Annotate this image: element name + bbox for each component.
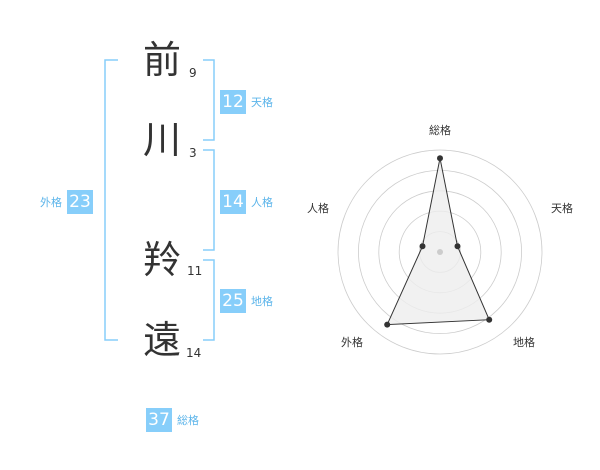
stroke-count-4: 14 [186, 346, 202, 360]
gaikaku-badge: 外格 23 [40, 190, 93, 214]
jinkaku-label: 人格 [251, 196, 273, 209]
radar-points [384, 155, 493, 328]
chikaku-bracket [203, 259, 215, 341]
soukaku-badge: 37 総格 [146, 408, 199, 432]
jinkaku-bracket [203, 149, 215, 251]
jinkaku-badge: 14 人格 [220, 190, 273, 214]
name-char-1: 前 [142, 38, 181, 82]
stroke-count-3: 11 [187, 264, 203, 278]
gaikaku-value: 23 [67, 190, 93, 214]
soukaku-label: 総格 [177, 414, 199, 427]
gaikaku-bracket [104, 59, 118, 341]
stroke-count-2: 3 [189, 146, 197, 160]
radar-polygon [386, 158, 490, 326]
radar-point-top [437, 155, 443, 162]
radar-label-soukaku: 総格 [429, 123, 451, 137]
tenkaku-bracket [203, 59, 215, 141]
tenkaku-badge: 12 天格 [220, 90, 273, 114]
jinkaku-value: 14 [220, 190, 246, 214]
radar-ring-5 [337, 149, 543, 355]
chikaku-value: 25 [220, 289, 246, 313]
tenkaku-value: 12 [220, 90, 246, 114]
radar-label-tenkaku: 天格 [551, 201, 573, 215]
tenkaku-label: 天格 [251, 96, 273, 109]
chikaku-label: 地格 [251, 295, 273, 308]
radar-point-left [419, 243, 426, 250]
radar-point-right [454, 243, 461, 250]
soukaku-value: 37 [146, 408, 172, 432]
gaikaku-label: 外格 [40, 196, 62, 209]
name-char-3: 羚 [142, 238, 181, 282]
stroke-count-1: 9 [189, 66, 197, 80]
name-char-4: 遠 [142, 318, 181, 362]
radar-label-gaikaku: 外格 [341, 335, 363, 349]
radar-point-bottom-left [384, 321, 391, 328]
chikaku-badge: 25 地格 [220, 289, 273, 313]
radar-label-jinkaku: 人格 [307, 201, 329, 215]
name-char-2: 川 [142, 118, 181, 162]
radar-point-bottom-right [486, 316, 493, 323]
radar-center-dot [437, 249, 443, 255]
radar-label-chikaku: 地格 [513, 335, 535, 349]
